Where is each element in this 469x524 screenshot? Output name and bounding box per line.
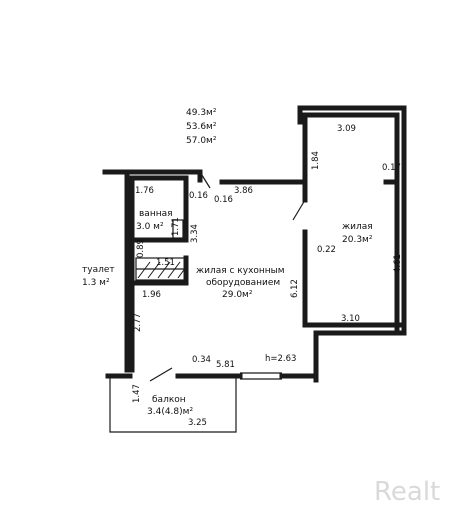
area-summary: 49.3м² 53.6м² 57.0м² [186,108,217,146]
dim-0-89: 0.89 [136,239,146,258]
dim-0-16-b: 0.16 [214,195,233,205]
dim-3-09: 3.09 [337,124,356,134]
dim-4-61: 4.61 [393,254,403,273]
dim-1-96: 1.96 [142,290,161,300]
toilet-area: 1.3 м² [82,278,110,288]
dim-3-25: 3.25 [188,418,207,428]
ceiling-height: h=2.63 [265,354,296,364]
wall-bedroom-top [297,105,407,336]
dim-1-71: 1.71 [171,217,181,236]
door-bedroom [292,199,306,221]
balcony-label: балкон [152,395,186,405]
dim-1-51: 1.51 [156,258,175,268]
total-area: 57.0м² [186,136,217,146]
living-area: 49.3м² [186,108,217,118]
bedroom-label: жилая [342,222,373,232]
toilet-label: туалет [82,265,115,275]
room-labels: ванная 3.0 м² туалет 1.3 м² жилая с кухо… [82,209,373,417]
dimension-labels: 3.09 1.84 0.17 1.76 0.16 3.86 0.16 1.71 … [132,124,403,428]
door-balcony [149,367,173,382]
window-bottom [240,372,282,380]
dim-0-17: 0.17 [382,163,401,173]
watermark: Realt [374,477,440,507]
living-kitchen-area: 29.0м² [222,290,253,300]
dim-6-12: 6.12 [290,279,300,298]
living-kitchen-label-1: жилая с кухонным [196,266,285,276]
walls [102,105,407,433]
balcony-outline [109,376,237,433]
bathroom-label: ванная [139,209,173,219]
total-area-no-balcony: 53.6м² [186,122,217,132]
doors [149,171,306,382]
dim-0-16-a: 0.16 [189,191,208,201]
hatched-area [135,257,187,281]
living-kitchen-label-2: оборудованием [206,278,280,288]
dim-5-81: 5.81 [216,360,235,370]
bedroom-area: 20.3м² [342,235,373,245]
wall-bedroom-bottom [302,322,407,383]
dim-0-34: 0.34 [192,355,211,365]
dim-1-84: 1.84 [311,151,321,170]
bathroom-fixture [172,219,184,239]
bathroom-area: 3.0 м² [136,222,164,232]
dim-2-77: 2.77 [133,313,143,332]
balcony-area: 3.4(4.8)м² [147,407,193,417]
dim-3-86: 3.86 [234,186,253,196]
dim-0-22: 0.22 [317,245,336,255]
dim-1-47: 1.47 [132,384,142,403]
door-entry [199,171,211,189]
dim-3-34: 3.34 [190,224,200,243]
dim-1-76: 1.76 [135,186,154,196]
dim-3-10: 3.10 [341,314,360,324]
